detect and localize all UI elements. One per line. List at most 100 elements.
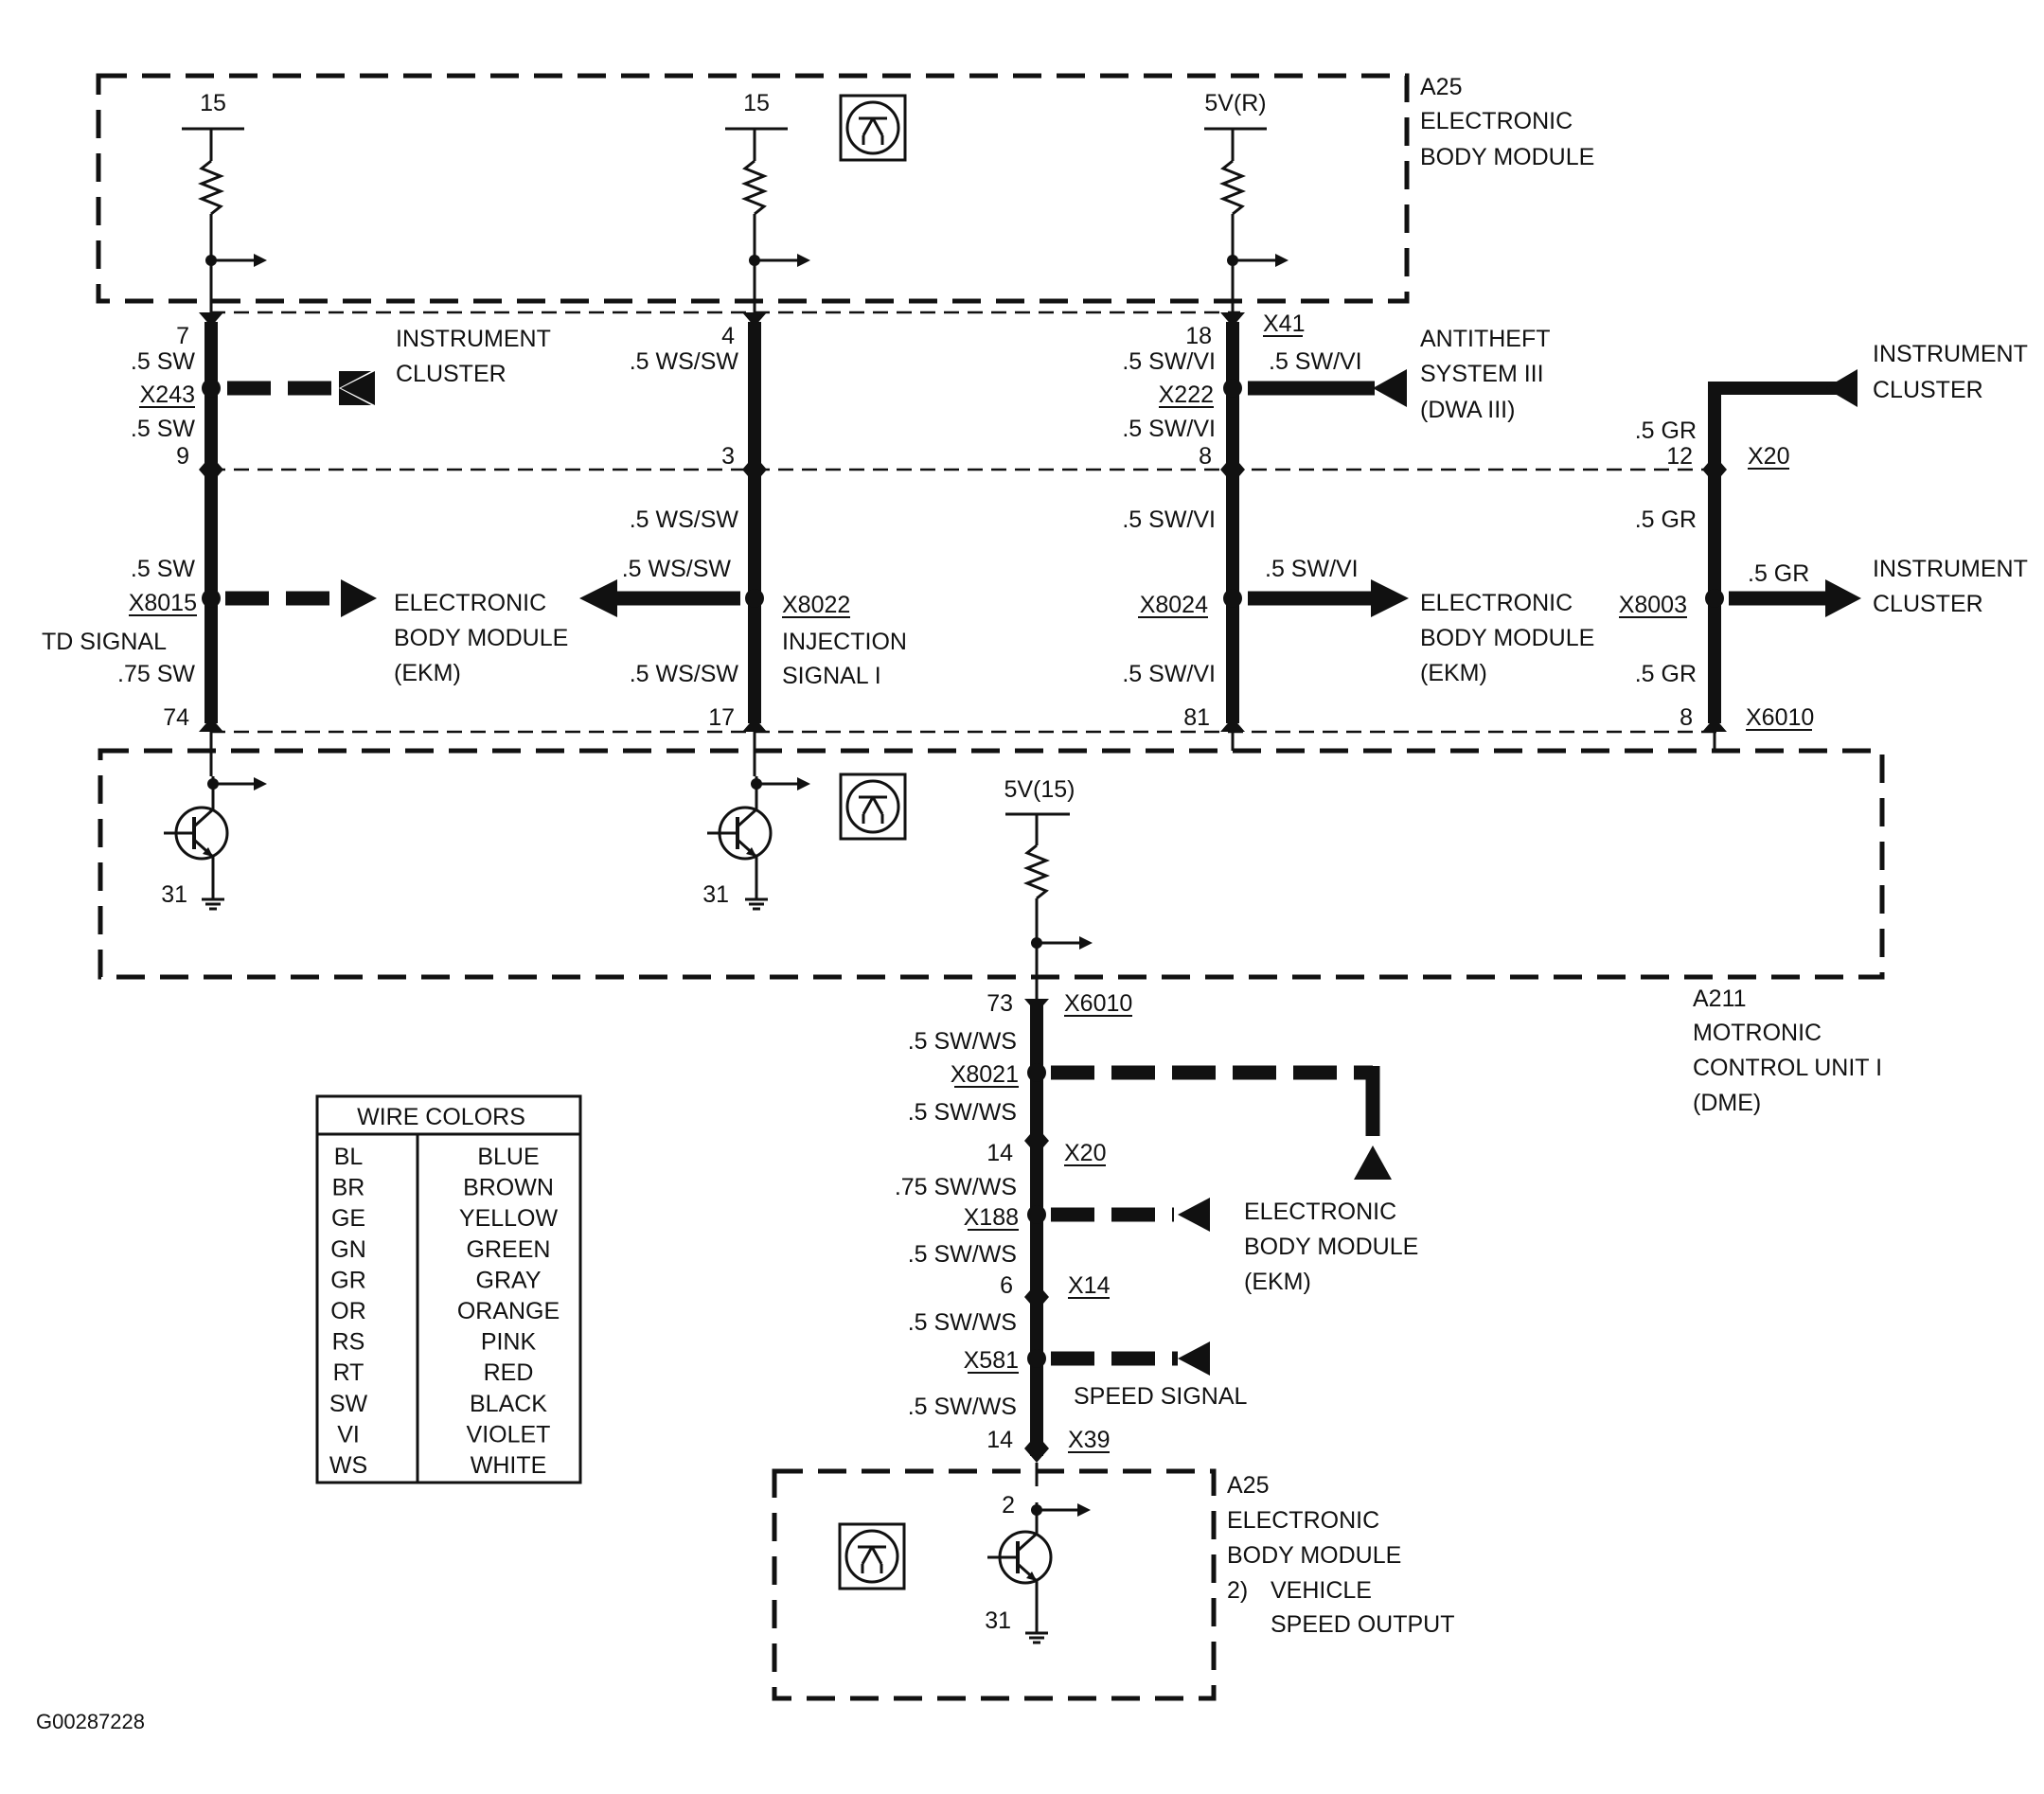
- dest-antitheft-3: (DWA III): [1420, 397, 1515, 423]
- module-label-ebm-bottom-4: 2): [1227, 1577, 1248, 1604]
- legend-color: GREEN: [467, 1236, 551, 1263]
- pin-c1-top: 7: [176, 323, 189, 349]
- supply-label-2: 15: [743, 90, 770, 116]
- legend-code: RS: [332, 1329, 365, 1356]
- wire-label-c2-c: .5 WS/SW: [622, 556, 732, 582]
- dest-ekm3-2: BODY MODULE: [1244, 1234, 1418, 1260]
- pin-c3-top: 18: [1185, 323, 1212, 349]
- legend-color: BLUE: [477, 1144, 539, 1170]
- wire-label-c3-f: .5 SW/VI: [1122, 661, 1216, 687]
- wire-label-c1-b: .5 SW: [131, 416, 195, 442]
- wire-label-c1-c: .5 SW: [131, 556, 195, 582]
- wire-label-c1-a: .5 SW: [131, 348, 195, 375]
- dest-antitheft-2: SYSTEM III: [1420, 361, 1544, 387]
- splice-x581: X581: [964, 1347, 1019, 1374]
- module-label-ebm-top-3: BODY MODULE: [1420, 144, 1594, 170]
- dest-ekm3-3: (EKM): [1244, 1269, 1311, 1295]
- transistor-vso: [986, 1502, 1091, 1624]
- connector-x6010-right: X6010: [1746, 704, 1814, 731]
- splice-x222: X222: [1159, 382, 1214, 408]
- dest-ic2-1: INSTRUMENT: [1873, 341, 2028, 367]
- wire-label-v-a: .5 SW/WS: [908, 1028, 1017, 1055]
- branch-x8022-out: [579, 579, 740, 617]
- transistor-col2: [705, 776, 810, 890]
- module-label-dme-4: (DME): [1693, 1090, 1761, 1116]
- pin-v-6: 6: [1000, 1272, 1013, 1299]
- branch-ic2-in: [1825, 369, 1857, 407]
- connector-x6010-v: X6010: [1064, 990, 1132, 1017]
- wire-label-c1-d: .75 SW: [117, 661, 195, 687]
- legend-code: BR: [332, 1175, 365, 1201]
- connector-x20-v: X20: [1064, 1140, 1106, 1166]
- connector-x39: X39: [1068, 1427, 1110, 1453]
- branch-x8021-out: [1051, 1065, 1392, 1180]
- branch-x188-in: [1051, 1198, 1210, 1232]
- legend-code: RT: [333, 1359, 364, 1386]
- pin-c2-bot: 17: [708, 704, 735, 731]
- wire-label-v-b: .5 SW/WS: [908, 1099, 1017, 1126]
- connector-x41: X41: [1263, 311, 1305, 337]
- module-label-dme-1: A211: [1693, 986, 1747, 1012]
- legend-color: BROWN: [463, 1175, 554, 1201]
- solid-state-icon-1: [839, 94, 907, 162]
- legend-code: BL: [334, 1144, 364, 1170]
- supply-label-1: 15: [200, 90, 226, 116]
- dest-antitheft-1: ANTITHEFT: [1420, 326, 1551, 352]
- module-label-ebm-bottom-1: A25: [1227, 1472, 1269, 1499]
- branch-x243-in: [227, 369, 375, 407]
- wire-label-c2-a: .5 WS/SW: [630, 348, 739, 375]
- splice-x188: X188: [964, 1204, 1019, 1231]
- dest-injection-2: SIGNAL I: [782, 663, 881, 689]
- pin-c2-mid: 3: [721, 443, 735, 470]
- module-label-ebm-bottom-2: ELECTRONIC: [1227, 1507, 1379, 1534]
- legend-code: VI: [337, 1421, 360, 1448]
- branch-x581-in: [1051, 1341, 1210, 1376]
- pin-v-14b: 14: [986, 1427, 1013, 1453]
- pin-v-73: 73: [986, 990, 1013, 1017]
- ground-label-1: 31: [161, 881, 187, 908]
- splice-x243: X243: [140, 382, 195, 408]
- wire-label-c4-b: .5 GR: [1635, 506, 1697, 533]
- solid-state-icon-2: [839, 773, 907, 841]
- splice-x8024: X8024: [1140, 592, 1208, 618]
- dest-ekm2-2: BODY MODULE: [1420, 625, 1594, 651]
- pullup-dme: [1005, 812, 1093, 950]
- ground-label-2: 31: [702, 881, 729, 908]
- wire-label-c3-e: .5 SW/VI: [1265, 556, 1359, 582]
- wire-label-c2-b: .5 WS/SW: [630, 506, 739, 533]
- wire-label-v-c: .75 SW/WS: [895, 1174, 1017, 1200]
- legend-code: GE: [331, 1205, 365, 1232]
- pullup-col3: [1204, 127, 1289, 267]
- legend-color: PINK: [481, 1329, 537, 1356]
- wire-label-c3-d: .5 SW/VI: [1122, 506, 1216, 533]
- legend-title: WIRE COLORS: [357, 1104, 525, 1130]
- dest-ic3-1: INSTRUMENT: [1873, 556, 2028, 582]
- module-label-dme-3: CONTROL UNIT I: [1693, 1055, 1882, 1081]
- supply-label-3: 5V(R): [1204, 90, 1266, 116]
- branch-x8003-out: [1729, 579, 1861, 617]
- module-label-ebm-top-2: ELECTRONIC: [1420, 108, 1573, 134]
- module-label-ebm-bottom-3: BODY MODULE: [1227, 1542, 1401, 1569]
- wire-label-v-f: .5 SW/WS: [908, 1394, 1017, 1420]
- wire-label-c4-c: .5 GR: [1748, 560, 1809, 587]
- wire-label-c4-a: .5 GR: [1635, 417, 1697, 444]
- legend-color: ORANGE: [457, 1298, 560, 1324]
- transistor-col1: [162, 776, 267, 890]
- dest-ekm3-1: ELECTRONIC: [1244, 1199, 1396, 1225]
- dest-td-signal: TD SIGNAL: [42, 629, 167, 655]
- pin-c3-mid: 8: [1199, 443, 1212, 470]
- dest-ic2-2: CLUSTER: [1873, 377, 1983, 403]
- branch-x222-in: [1248, 369, 1407, 407]
- connector-x20-top: X20: [1748, 443, 1789, 470]
- pin-c1-bot: 74: [163, 704, 189, 731]
- dest-ic1-2: CLUSTER: [396, 361, 507, 387]
- splice-x8022: X8022: [782, 592, 850, 618]
- module-label-dme-2: MOTRONIC: [1693, 1020, 1822, 1046]
- pin-v-14a: 14: [986, 1140, 1013, 1166]
- splice-dots: [202, 379, 1724, 1368]
- dest-ic1-1: INSTRUMENT: [396, 326, 551, 352]
- dest-ekm1-3: (EKM): [394, 660, 461, 686]
- legend-color: GRAY: [476, 1267, 542, 1293]
